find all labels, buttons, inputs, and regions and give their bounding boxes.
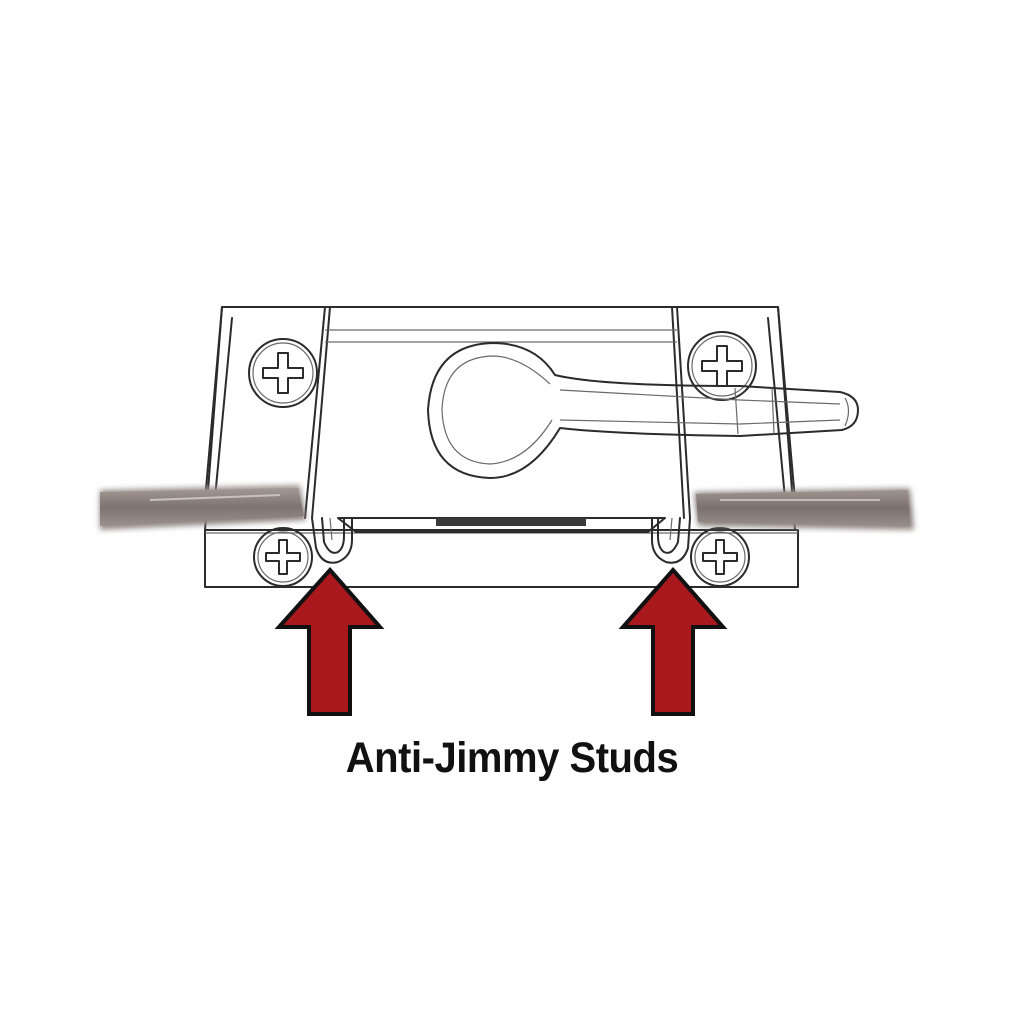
- pry-tool-icon: [694, 488, 914, 530]
- pry-tool-icon: [100, 485, 306, 530]
- phillips-screw-icon: [687, 331, 757, 401]
- diagram-caption: Anti-Jimmy Studs: [345, 734, 679, 782]
- keeper-slot: [337, 517, 666, 533]
- up-arrow-icon: [274, 566, 385, 716]
- anti-jimmy-stud-right: [651, 517, 691, 564]
- lock-housing: [204, 306, 796, 531]
- cam-lock-lever-icon: [427, 342, 859, 479]
- phillips-screw-icon: [248, 338, 318, 408]
- anti-jimmy-stud-left: [311, 517, 353, 564]
- up-arrow-icon: [618, 566, 728, 716]
- phillips-screw-icon: [253, 527, 313, 587]
- phillips-screw-icon: [690, 527, 750, 587]
- lock-base-plate: [204, 529, 799, 588]
